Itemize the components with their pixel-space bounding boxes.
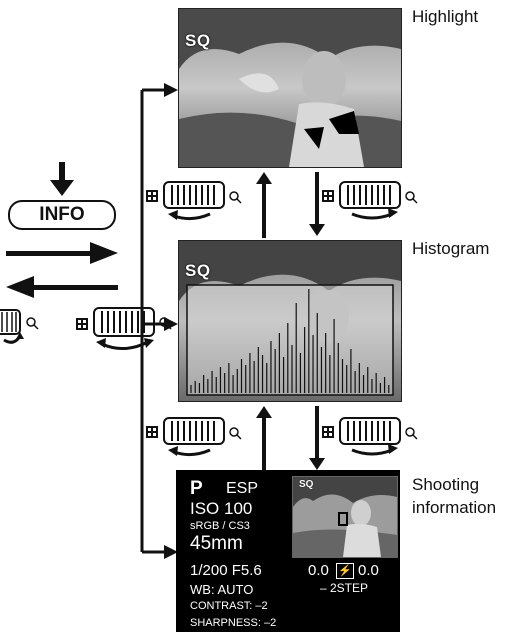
- iso: ISO 100: [190, 499, 253, 518]
- info-button[interactable]: INFO: [8, 200, 116, 230]
- down-arrow-icon: [309, 458, 325, 470]
- magnify-icon: [405, 191, 415, 201]
- color-space: sRGB / CS3: [190, 520, 250, 532]
- thumbnail-image: SQ: [292, 476, 398, 558]
- flash-icon: ⚡: [336, 563, 354, 579]
- label-shooting-line1: Shooting: [412, 475, 480, 494]
- shooting-info-screen: P ESP ISO 100 sRGB / CS3 45mm 1/200 F5.6…: [176, 470, 400, 632]
- magnify-icon: [405, 427, 415, 437]
- histogram-screen: SQ: [178, 240, 402, 402]
- contrast: CONTRAST: –2: [190, 600, 268, 612]
- flash-comp: 0.0: [358, 562, 379, 579]
- magnify-icon: [26, 317, 36, 327]
- label-histogram: Histogram: [412, 239, 490, 258]
- label-highlight: Highlight: [412, 7, 479, 26]
- dial-icon: [146, 181, 242, 221]
- grid-icon: [76, 318, 88, 330]
- sharpness: SHARPNESS: –2: [190, 617, 277, 629]
- mode: P: [190, 478, 203, 499]
- magnify-icon: [229, 427, 239, 437]
- grid-icon: [322, 426, 334, 438]
- dial-icon: [322, 417, 418, 456]
- label-shooting-line2: information: [412, 498, 497, 517]
- sq-badge: SQ: [185, 261, 211, 280]
- connector-lines: [140, 83, 178, 559]
- magnify-icon: [229, 191, 239, 201]
- right-arrow-icon: [6, 242, 118, 264]
- grid-icon: [322, 190, 334, 202]
- up-arrow-icon: [256, 172, 272, 184]
- shutter-aperture: 1/200 F5.6: [190, 562, 262, 579]
- focal-length: 45mm: [190, 533, 243, 554]
- nav-arrows: [256, 172, 325, 238]
- exposure-comp: 0.0: [308, 562, 329, 579]
- metering: ESP: [226, 480, 259, 497]
- dial-icon: [146, 417, 242, 457]
- down-arrow-icon: [309, 224, 325, 236]
- bracket-step: – 2STEP: [320, 581, 369, 595]
- white-balance: WB: AUTO: [190, 582, 254, 597]
- grid-icon: [146, 190, 158, 202]
- sq-badge: SQ: [185, 31, 211, 50]
- highlight-screen: SQ: [178, 8, 402, 168]
- dial-icon: [322, 181, 418, 220]
- sq-badge: SQ: [299, 479, 314, 490]
- nav-arrows: [256, 406, 325, 472]
- up-arrow-icon: [256, 406, 272, 418]
- dial-icon: [0, 309, 39, 344]
- down-arrow-icon: [50, 162, 74, 196]
- grid-icon: [146, 426, 158, 438]
- left-arrow-icon: [6, 276, 118, 298]
